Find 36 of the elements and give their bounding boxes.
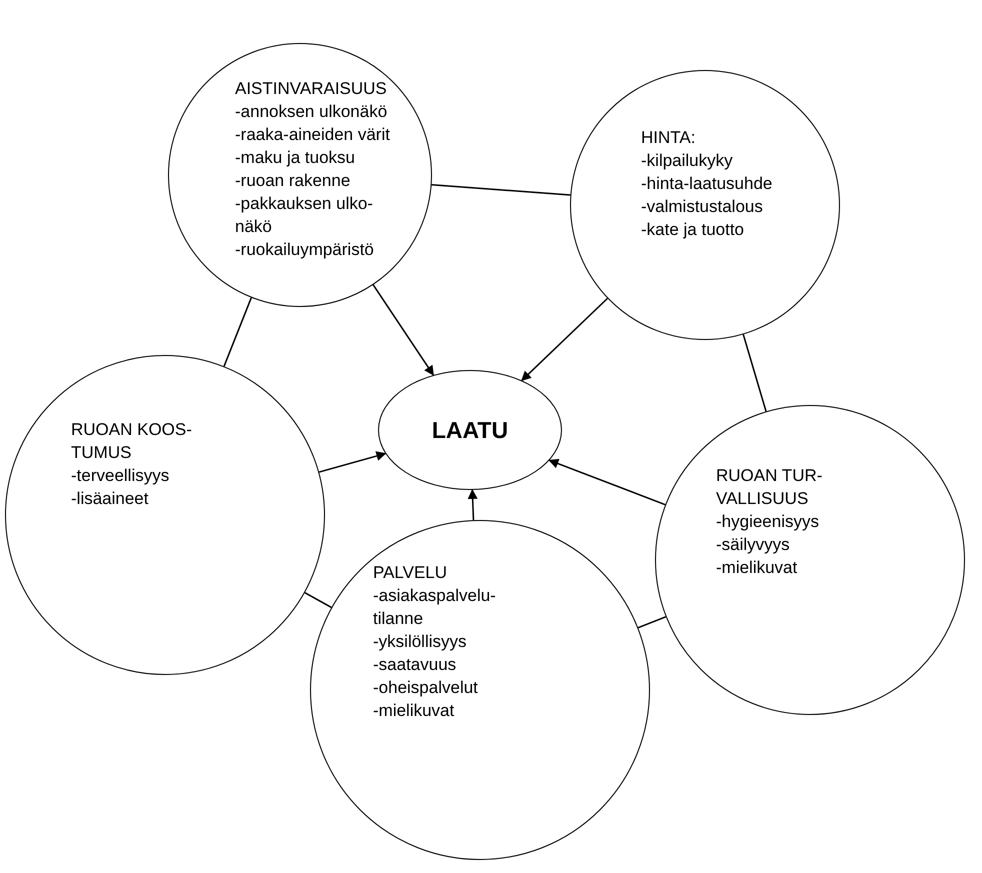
list-item: -hygieenisyys: [716, 511, 820, 533]
list-item: -ruoan rakenne: [235, 170, 352, 192]
connector-line: [304, 592, 332, 608]
list-item: -valmistustalous: [641, 196, 764, 218]
connector-line: [432, 184, 570, 196]
connector-line: [223, 297, 252, 367]
list-item: -mielikuvat: [373, 700, 456, 722]
arrow: [468, 488, 478, 520]
connector-line: [742, 334, 767, 412]
arrow: [548, 458, 666, 506]
list-item: -kate ja tuotto: [641, 219, 746, 241]
list-item: -maku ja tuoksu: [235, 147, 356, 169]
node-heading: RUOAN KOOS- TUMUS: [71, 419, 193, 464]
list-item: -mielikuvat: [716, 557, 798, 579]
list-item: -lisäaineet: [71, 488, 150, 510]
node-heading: HINTA:: [641, 127, 696, 149]
list-item: -pakkauksen ulko- näkö: [235, 193, 374, 238]
list-item: -asiakaspalvelu- tilanne: [373, 585, 497, 630]
list-item: -kilpailukyky: [641, 150, 734, 172]
connector-line: [638, 616, 666, 628]
list-item: -oheispalvelut: [373, 677, 479, 699]
node-title: LAATU: [432, 416, 508, 444]
list-item: -yksilöllisyys: [373, 631, 468, 653]
list-item: -ruokailuympäristö: [235, 239, 375, 261]
list-item: -terveellisyys: [71, 465, 170, 487]
arrow: [372, 284, 434, 376]
arrow: [318, 451, 386, 473]
arrow: [521, 298, 608, 382]
list-item: -raaka-aineiden värit: [235, 124, 391, 146]
node-heading: RUOAN TUR- VALLISUUS: [716, 465, 824, 510]
node-heading: PALVELU: [373, 562, 448, 584]
list-item: -saatavuus: [373, 654, 458, 676]
node-heading: AISTINVARAISUUS: [235, 78, 388, 100]
list-item: -annoksen ulkonäkö: [235, 101, 388, 123]
list-item: -säilyvyys: [716, 534, 791, 556]
list-item: -hinta-laatusuhde: [641, 173, 774, 195]
